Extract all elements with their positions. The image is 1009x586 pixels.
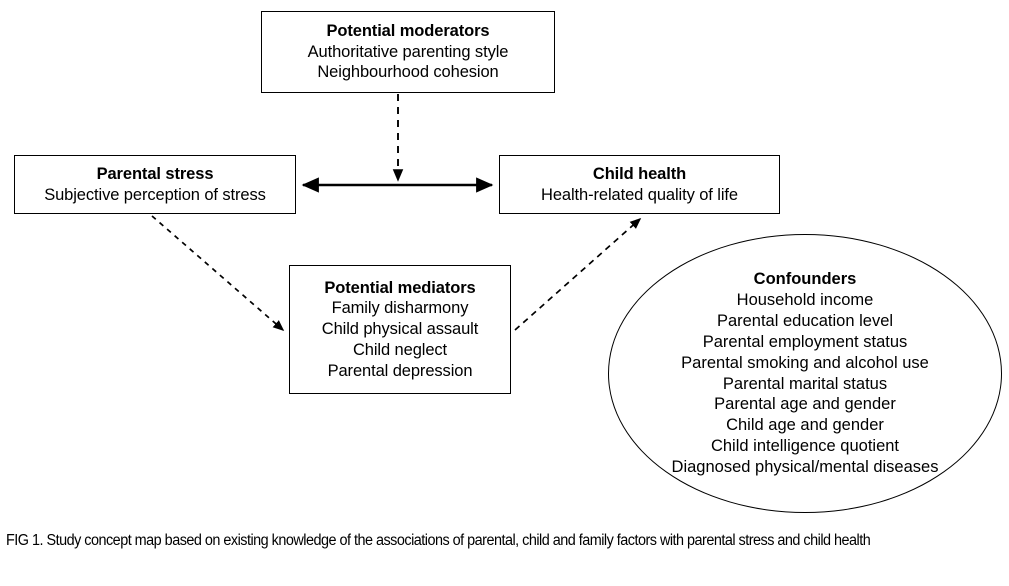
figure-caption-label: FIG 1. bbox=[6, 532, 43, 549]
node-line-parental-depression: Parental depression bbox=[327, 361, 473, 380]
node-title-parental-stress: Parental stress bbox=[96, 164, 214, 183]
node-child-health: Child health Health-related quality of l… bbox=[499, 155, 780, 214]
node-line-parental-employment-status: Parental employment status bbox=[702, 332, 908, 351]
node-title-potential-moderators: Potential moderators bbox=[326, 21, 490, 40]
node-line-subjective-perception-of-stress: Subjective perception of stress bbox=[44, 185, 266, 204]
node-line-parental-marital-status: Parental marital status bbox=[722, 374, 888, 393]
node-line-household-income: Household income bbox=[736, 290, 874, 309]
node-line-neighbourhood-cohesion: Neighbourhood cohesion bbox=[317, 63, 499, 82]
node-potential-mediators: Potential mediators Family disharmony Ch… bbox=[289, 265, 511, 394]
node-line-child-age-and-gender: Child age and gender bbox=[726, 416, 884, 435]
node-line-parental-age-and-gender: Parental age and gender bbox=[714, 395, 896, 414]
node-title-child-health: Child health bbox=[592, 164, 687, 183]
node-title-confounders: Confounders bbox=[753, 269, 857, 288]
node-line-parental-education-level: Parental education level bbox=[716, 311, 894, 330]
node-line-diagnosed-physical-mental-diseases: Diagnosed physical/mental diseases bbox=[671, 458, 939, 477]
node-parental-stress: Parental stress Subjective perception of… bbox=[14, 155, 296, 214]
node-title-potential-mediators: Potential mediators bbox=[324, 278, 476, 297]
figure-caption-text: Study concept map based on existing know… bbox=[46, 532, 871, 549]
node-line-child-neglect: Child neglect bbox=[352, 340, 448, 359]
node-line-health-related-quality-of-life: Health-related quality of life bbox=[541, 185, 738, 204]
connector-stress-to-mediators bbox=[151, 215, 285, 332]
node-line-child-intelligence-quotient: Child intelligence quotient bbox=[710, 437, 900, 456]
node-line-family-disharmony: Family disharmony bbox=[331, 299, 469, 318]
node-line-authoritative-parenting-style: Authoritative parenting style bbox=[307, 42, 509, 61]
node-potential-moderators: Potential moderators Authoritative paren… bbox=[261, 11, 555, 93]
node-line-child-physical-assault: Child physical assault bbox=[321, 320, 479, 339]
figure-caption: FIG 1. Study concept map based on existi… bbox=[6, 530, 927, 552]
connector-mediators-to-health bbox=[514, 217, 642, 331]
node-confounders: Confounders Household income Parental ed… bbox=[608, 234, 1002, 513]
node-line-parental-smoking-and-alcohol-use: Parental smoking and alcohol use bbox=[681, 353, 929, 372]
